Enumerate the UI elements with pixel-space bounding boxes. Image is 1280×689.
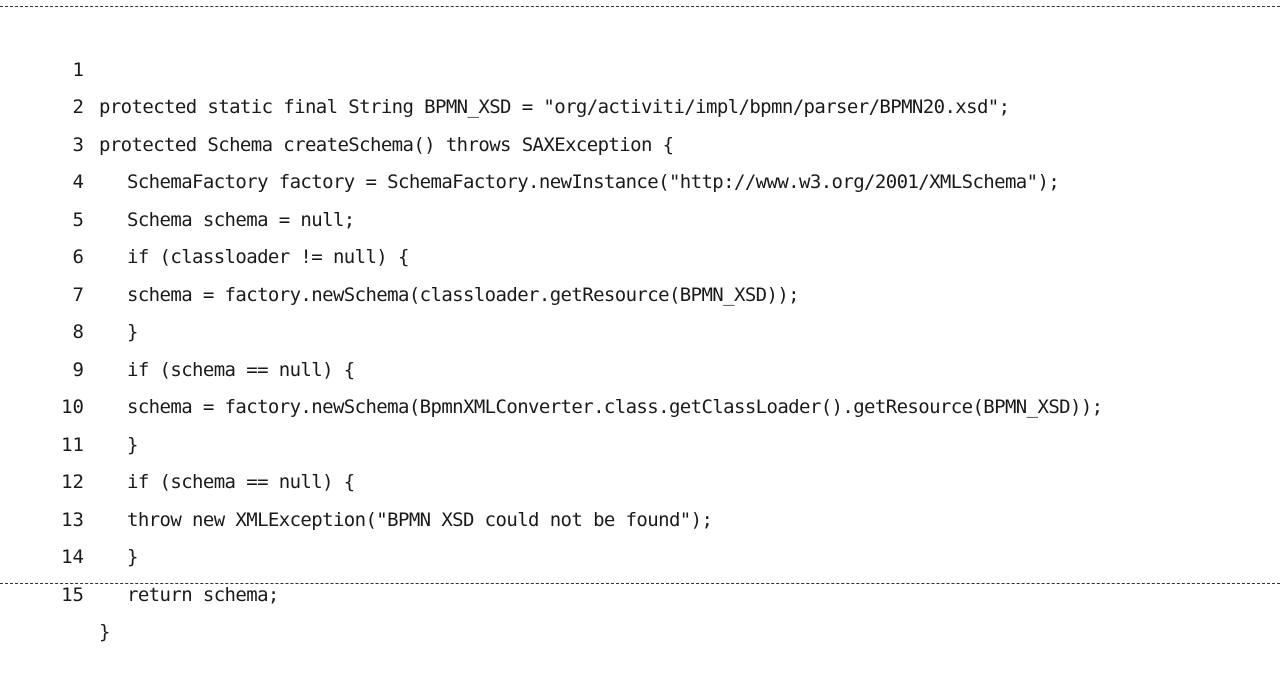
code-line-2: 2 protected Schema createSchema() throws… xyxy=(0,52,1280,156)
line-number: 13 xyxy=(61,508,84,531)
line-text: protected static final String BPMN_XSD =… xyxy=(99,96,1010,118)
code-line-4: 4 Schema schema = null; xyxy=(0,127,1280,231)
line-number: 6 xyxy=(72,246,84,268)
code-line-14: 14 return schema; xyxy=(0,502,1280,606)
line-text: } xyxy=(127,321,138,343)
code-line-13: 13 } xyxy=(0,464,1280,569)
line-number: 4 xyxy=(72,171,84,193)
line-number: 7 xyxy=(72,283,84,306)
line-number: 9 xyxy=(72,358,84,381)
code-line-5: 5 if (classloader != null) { xyxy=(0,164,1280,269)
line-text: } xyxy=(127,433,138,456)
line-text: Schema schema = null; xyxy=(127,208,355,231)
line-number: 14 xyxy=(61,546,84,568)
code-line-12: 12 throw new XMLException("BPMN XSD coul… xyxy=(0,427,1280,531)
line-text: protected Schema createSchema() throws S… xyxy=(99,133,674,156)
code-line-3: 3 SchemaFactory factory = SchemaFactory.… xyxy=(0,89,1280,194)
code-line-9: 9 schema = factory.newSchema(BpmnXMLConv… xyxy=(0,314,1280,419)
line-number: 2 xyxy=(72,96,84,118)
top-dashed-rule xyxy=(0,6,1280,7)
code-line-7: 7 } xyxy=(0,239,1280,344)
line-text: schema = factory.newSchema(BpmnXMLConver… xyxy=(127,396,1103,418)
line-text: } xyxy=(127,546,138,568)
line-number: 1 xyxy=(72,58,84,81)
code-line-8: 8 if (schema == null) { xyxy=(0,277,1280,381)
code-lines: 1 protected static final String BPMN_XSD… xyxy=(0,14,1280,644)
line-text: if (schema == null) { xyxy=(127,358,355,381)
line-number: 12 xyxy=(61,471,84,493)
bottom-dashed-rule xyxy=(0,583,1280,584)
code-line-6: 6 schema = factory.newSchema(classloader… xyxy=(0,202,1280,306)
line-number: 10 xyxy=(61,396,84,418)
code-line-11: 11 if (schema == null) { xyxy=(0,389,1280,494)
line-number: 11 xyxy=(61,433,84,456)
code-line-15: 15 } xyxy=(0,539,1280,644)
line-text: } xyxy=(99,621,110,643)
line-number: 3 xyxy=(72,133,84,156)
code-listing: 1 protected static final String BPMN_XSD… xyxy=(0,6,1280,644)
code-line-1: 1 protected static final String BPMN_XSD… xyxy=(0,14,1280,119)
line-text: if (classloader != null) { xyxy=(127,246,409,268)
line-text: schema = factory.newSchema(classloader.g… xyxy=(127,283,800,306)
line-text: throw new XMLException("BPMN XSD could n… xyxy=(127,508,713,531)
line-text: if (schema == null) { xyxy=(127,471,355,493)
code-line-10: 10 } xyxy=(0,352,1280,456)
line-text: SchemaFactory factory = SchemaFactory.ne… xyxy=(127,171,1060,193)
line-number: 5 xyxy=(72,208,84,231)
line-number: 8 xyxy=(72,321,84,343)
